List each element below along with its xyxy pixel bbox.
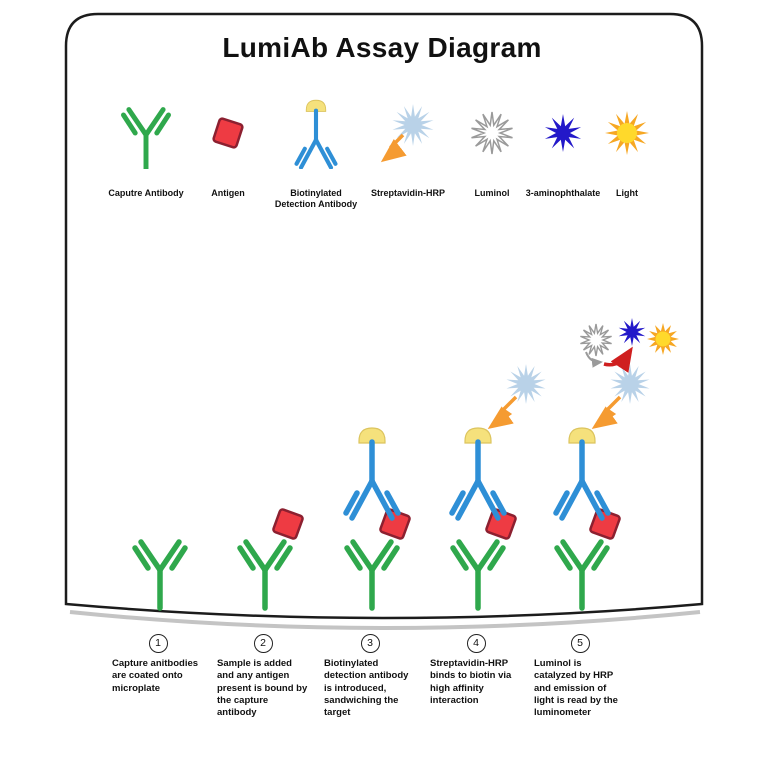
step-number-3: 3 [360,634,380,653]
step-caption-5: 5 Luminol is catalyzed by HRP and emissi… [534,634,626,720]
legend-label-detection-antibody: Biotinylated Detection Antibody [274,188,358,210]
legend-item-detection-antibody: Biotinylated Detection Antibody [256,94,376,211]
legend-label-streptavidin-hrp: Streptavidin-HRP [370,188,445,198]
biotin-arrow [380,133,407,163]
capture-antibody-icon [117,97,175,169]
reaction-arrow-red [603,346,633,373]
antigen-icon [271,507,305,541]
light-icon [647,323,679,355]
legend-label-luminol: Luminol [474,188,510,198]
streptavidin-burst [392,104,434,146]
legend-item-light: Light [577,94,677,199]
detection-antibody-icon [556,428,608,518]
step-text-2: Sample is added and any antigen present … [217,658,308,719]
legend-item-aminophthalate: 3-aminophthalate [513,94,613,199]
detection-antibody-icon [452,428,504,518]
legend-item-capture-antibody: Caputre Antibody [96,94,196,199]
step-caption-2: 2 Sample is added and any antigen presen… [217,634,309,720]
step-caption-4: 4 Streptavidin-HRP binds to biotin via h… [430,634,522,707]
luminol-icon [580,323,612,357]
detection-antibody-icon [346,428,398,518]
stage-3-graphic [346,428,412,608]
legend-item-luminol: Luminol [442,94,542,199]
reaction-arrow-gray [585,351,603,368]
aminophthalate-icon-box [513,94,613,172]
aminophthalate-icon [544,114,582,152]
step-caption-3: 3 Biotinylated detection antibody is int… [324,634,416,720]
biotin-arrow [487,395,518,430]
legend-label-antigen: Antigen [211,188,245,198]
streptavidin-hrp-icon [380,104,434,163]
sun-core [655,331,671,347]
streptavidin-hrp-icon-box [358,94,458,172]
stage-5-graphic [556,318,679,608]
antigen-icon [211,116,245,150]
aminophthalate-icon [618,318,646,346]
sun-core [617,123,637,143]
stage-2-graphic [240,507,305,608]
step-text-4: Streptavidin-HRP binds to biotin via hig… [430,658,512,707]
detection-antibody-icon [289,98,343,169]
streptavidin-hrp-icon [610,364,650,404]
step-text-5: Luminol is catalyzed by HRP and emission… [534,658,618,719]
legend-item-streptavidin-hrp: Streptavidin-HRP [358,94,458,199]
diagram-title: LumiAb Assay Diagram [222,32,542,63]
legend-label-light: Light [616,188,638,198]
biotin-arrow [591,395,622,430]
stage-4-graphic [452,364,546,608]
step-number-5: 5 [570,634,590,653]
light-icon-box [577,94,677,172]
luminol-icon-box [442,94,542,172]
legend-label-aminophthalate: 3-aminophthalate [525,188,601,198]
legend-label-capture-antibody: Caputre Antibody [108,188,184,198]
step-text-3: Biotinylated detection antibody is intro… [324,658,409,719]
step-number-1: 1 [148,634,168,653]
step-caption-1: 1 Capture anitbodies are coated onto mic… [112,634,204,695]
luminol-icon [471,111,513,155]
light-icon [605,111,649,155]
capture-antibody-icon [347,542,397,608]
assay-stages [60,318,679,630]
streptavidin-hrp-icon [506,364,546,404]
stage-1-graphic [135,542,185,608]
legend-item-antigen: Antigen [178,94,278,199]
capture-antibody-icon [453,542,503,608]
capture-antibody-icon [135,542,185,608]
step-text-1: Capture anitbodies are coated onto micro… [112,658,199,694]
capture-antibody-icon [240,542,290,608]
step-number-4: 4 [466,634,486,653]
capture-antibody-icon [557,542,607,608]
step-number-2: 2 [253,634,273,653]
